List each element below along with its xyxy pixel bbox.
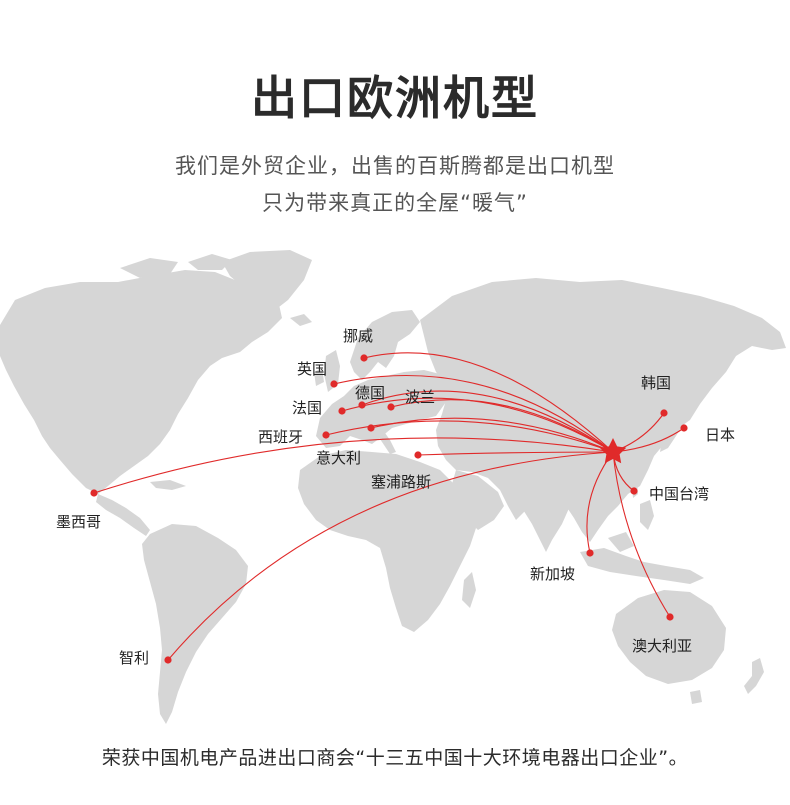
world-land: [0, 250, 786, 724]
label-uk: 英国: [297, 360, 327, 378]
dot-taiwan: [630, 487, 638, 495]
land-scandinavia: [350, 310, 420, 380]
route-uk: [333, 375, 614, 453]
subtitle-line-1: 我们是外贸企业，出售的百斯腾都是出口机型: [175, 154, 615, 178]
dot-chile: [164, 656, 172, 664]
label-germany: 德国: [355, 384, 385, 402]
page-title: 出口欧洲机型: [251, 71, 539, 125]
land-greenland: [222, 250, 312, 314]
label-japan: 日本: [705, 426, 735, 444]
export-routes: [93, 352, 685, 661]
label-korea: 韩国: [641, 374, 671, 392]
land-asia: [420, 278, 786, 542]
route-france: [341, 397, 614, 453]
route-spain: [325, 420, 614, 453]
land-india: [516, 490, 570, 552]
dot-italy: [367, 424, 375, 432]
route-norway: [363, 352, 614, 453]
destination-dots: [90, 354, 688, 664]
dot-singapore: [586, 549, 594, 557]
dot-australia: [666, 613, 674, 621]
dot-norway: [360, 354, 368, 362]
dot-germany: [358, 401, 366, 409]
land-indonesia: [580, 548, 704, 584]
dot-japan: [680, 424, 688, 432]
label-australia: 澳大利亚: [632, 637, 692, 655]
dot-cyprus: [414, 451, 422, 459]
label-spain: 西班牙: [258, 428, 303, 446]
land-australia: [612, 590, 726, 684]
land-africa: [298, 450, 476, 632]
route-poland: [390, 399, 614, 453]
label-norway: 挪威: [343, 327, 373, 345]
land-europe: [316, 370, 450, 448]
land-south-america: [142, 524, 248, 724]
label-italy: 意大利: [316, 449, 361, 467]
destination-labels: 挪威 英国 德国 波兰 法国 西班牙 意大利 塞浦路斯 韩国 日本 中国台湾 新…: [56, 327, 735, 667]
route-italy: [370, 417, 614, 453]
label-mexico: 墨西哥: [56, 513, 101, 531]
route-germany: [361, 390, 614, 453]
label-france: 法国: [292, 399, 322, 417]
route-chile: [167, 451, 614, 661]
subtitle-line-2: 只为带来真正的全屋“暖气”: [262, 191, 528, 215]
label-chile: 智利: [119, 649, 149, 667]
dot-spain: [322, 431, 330, 439]
land-arctic-islands: [120, 258, 178, 278]
dot-mexico: [90, 489, 98, 497]
origin-star-icon: [599, 438, 627, 464]
dot-uk: [330, 380, 338, 388]
dot-poland: [387, 403, 395, 411]
land-central-america: [96, 494, 150, 536]
route-mexico: [93, 437, 614, 494]
land-japan: [660, 390, 690, 452]
route-cyprus: [417, 451, 614, 456]
footer-award-text: 荣获中国机电产品进出口商会“十三五中国十大环境电器出口企业”。: [101, 747, 689, 769]
label-taiwan: 中国台湾: [649, 485, 709, 503]
route-australia: [612, 451, 671, 618]
world-export-map: 挪威 英国 德国 波兰 法国 西班牙 意大利 塞浦路斯 韩国 日本 中国台湾 新…: [0, 250, 786, 724]
label-poland: 波兰: [405, 388, 435, 406]
label-cyprus: 塞浦路斯: [371, 473, 431, 491]
dot-korea: [660, 409, 668, 417]
label-singapore: 新加坡: [530, 565, 575, 583]
dot-france: [338, 407, 346, 415]
land-north-america: [0, 270, 282, 494]
